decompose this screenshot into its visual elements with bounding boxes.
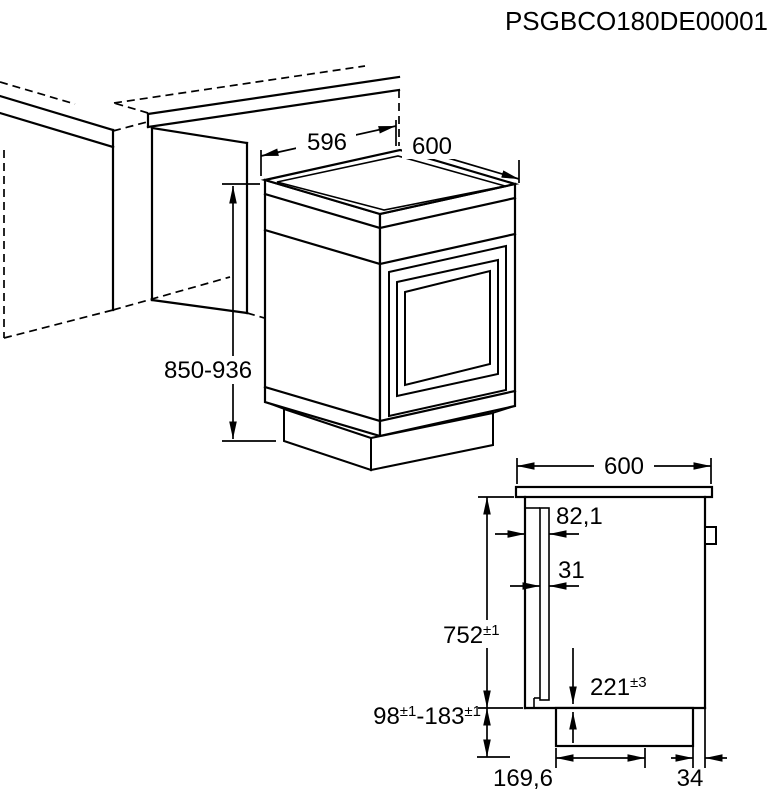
dim-label-600-iso: 600 [412,133,452,160]
dim-base-rear-34: 34 [671,708,727,792]
cooker-isometric [260,148,520,472]
plinth-front [370,411,494,472]
dim-label-98-183: 98±1-183±1 [373,703,481,730]
dim-label-34: 34 [677,765,704,792]
dim-label-600-side: 600 [604,453,644,480]
dim-channel-width-31: 31 [510,557,585,590]
counter-worktop-front-edge [146,75,401,116]
rear-connection-box [704,526,717,545]
dim-base-front-169-6: 169,6 [493,748,646,792]
dim-body-height-752: 752±1 [438,496,523,709]
cooker-side-panel [263,178,382,438]
control-panel-edge [263,228,382,266]
cooktop-rim [276,155,506,211]
left-cabinet [0,81,231,339]
dim-lower-recess-221: 221±3 [569,648,647,743]
dim-label-169-6: 169,6 [493,765,553,792]
dim-label-31: 31 [558,557,585,584]
oven-door-window [404,269,491,387]
dim-side-depth-600: 600 [516,451,712,484]
dim-top-width-596: 596 [260,120,397,176]
dim-plinth-range-98-183: 98±1-183±1 [373,703,510,758]
dim-label-752: 752±1 [443,622,500,649]
side-view [514,485,717,748]
side-plinth [554,706,695,748]
left-worktop-front-edge [0,94,115,132]
dim-rear-clearance-82-1: 82,1 [495,503,603,538]
side-worktop [514,485,714,499]
dim-label-596: 596 [307,129,347,156]
rear-channel [539,507,550,701]
dim-label-221: 221±3 [590,674,647,701]
dim-label-82-1: 82,1 [556,503,603,530]
dim-top-depth-600: 600 [402,132,520,183]
drawing-code: PSGBCO180DE00001 [505,6,768,36]
dim-label-height-range: 850-936 [164,357,252,384]
dim-height-850-936: 850-936 [158,183,276,442]
